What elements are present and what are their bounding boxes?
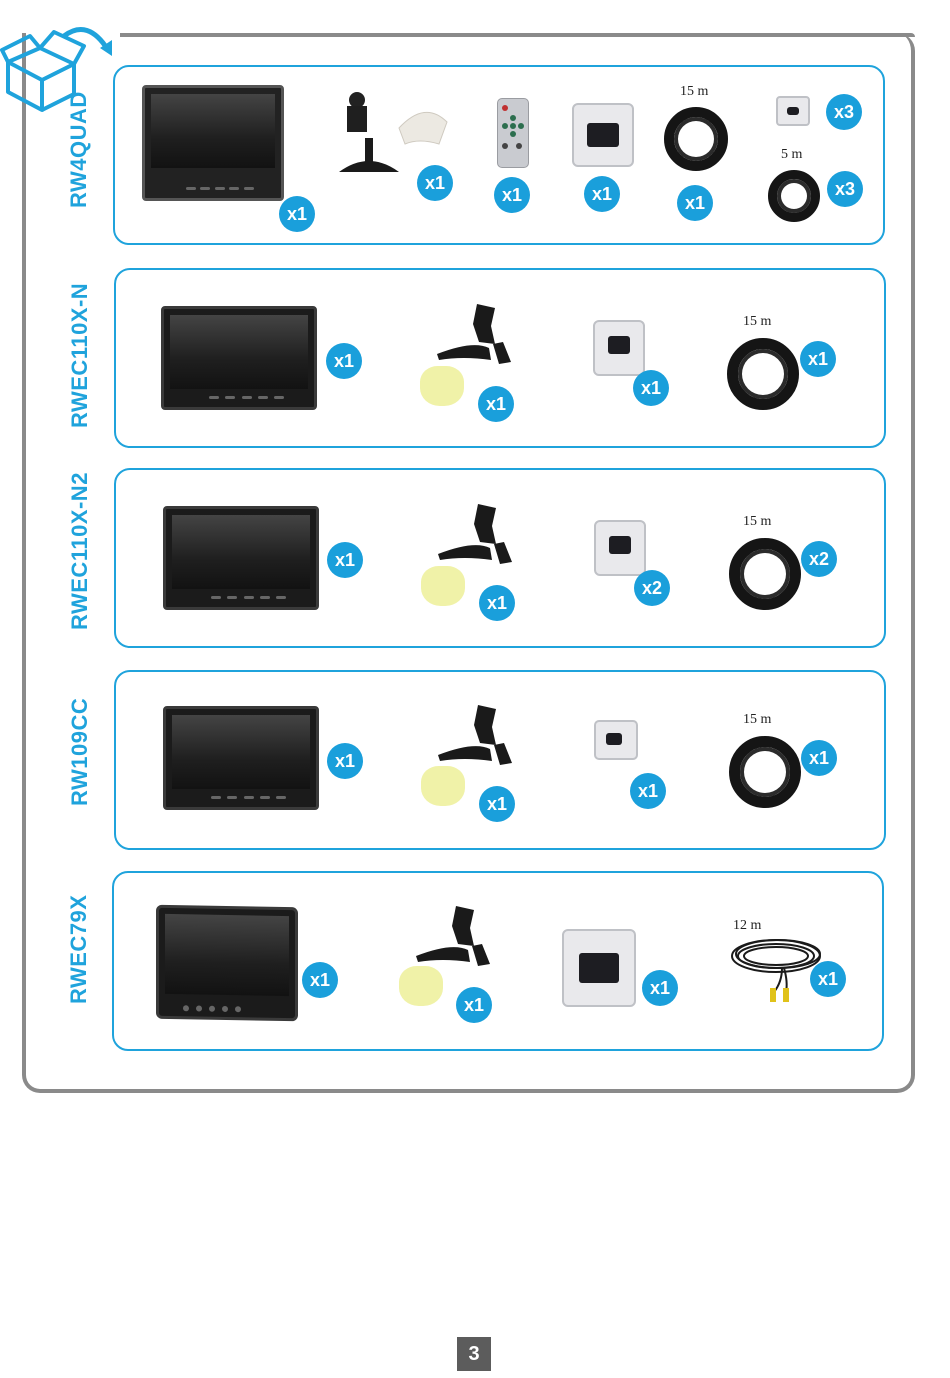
quantity-badge: x1 [479,786,515,822]
open-box-icon [0,22,118,112]
camera-image [593,320,645,376]
mount-image [412,904,512,974]
quantity-badge: x2 [634,570,670,606]
adhesive-pad-image [421,566,465,606]
remote-control-image [497,98,529,168]
cable-coil-image [664,107,728,171]
kit-model-label: RWEC110X-N2 [67,472,93,630]
cable-coil-image [729,538,801,610]
quantity-badge: x1 [494,177,530,213]
kit-model-label: RWEC110X-N [67,283,93,428]
monitor-image [163,706,319,810]
monitor-image [161,306,317,410]
adhesive-pad-image [399,966,443,1006]
monitor-image [142,85,284,201]
cable-coil-image [729,736,801,808]
quantity-badge: x1 [479,585,515,621]
kit-model-label: RW109CC [67,698,93,806]
mount-image [434,502,534,572]
quantity-badge: x1 [326,343,362,379]
connector-image [776,96,810,126]
camera-image [594,520,646,576]
quantity-badge: x1 [327,743,363,779]
quantity-badge: x1 [327,542,363,578]
cable-length-label: 15 m [743,314,771,330]
monitor-image [156,905,298,1021]
mount-image [433,302,533,372]
quantity-badge: x3 [827,171,863,207]
page-number: 3 [457,1337,491,1371]
quantity-badge: x1 [801,740,837,776]
quantity-badge: x1 [302,962,338,998]
quantity-badge: x2 [801,541,837,577]
kit-model-label: RW4QUAD [66,91,92,208]
camera-image [572,103,634,167]
cable-coil-image [768,170,820,222]
quantity-badge: x3 [826,94,862,130]
camera-image [562,929,636,1007]
monitor-image [163,506,319,610]
quantity-badge: x1 [677,185,713,221]
rca-cable-image [726,926,826,1006]
quantity-badge: x1 [642,970,678,1006]
cable-coil-image [727,338,799,410]
quantity-badge: x1 [279,196,315,232]
mount-image [434,703,534,773]
cable-length-label: 15 m [743,712,771,728]
quantity-badge: x1 [633,370,669,406]
quantity-badge: x1 [630,773,666,809]
quantity-badge: x1 [810,961,846,997]
adhesive-pad-image [420,366,464,406]
frame-top-border [120,33,915,37]
quantity-badge: x1 [417,165,453,201]
quantity-badge: x1 [456,987,492,1023]
quantity-badge: x1 [800,341,836,377]
quantity-badge: x1 [478,386,514,422]
cable-length-label: 15 m [680,84,708,100]
adhesive-pad-image [421,766,465,806]
kit-model-label: RWEC79X [66,895,92,1004]
cable-length-label: 5 m [781,147,802,163]
quantity-badge: x1 [584,176,620,212]
cable-length-label: 15 m [743,514,771,530]
camera-image [594,720,638,760]
